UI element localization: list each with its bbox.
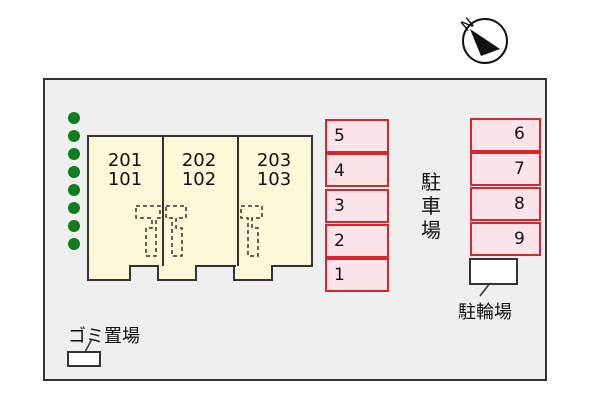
parking-space (325, 189, 389, 223)
tree-icon (68, 130, 80, 142)
bicycle-parking-area (469, 258, 518, 285)
parking-space (470, 118, 541, 152)
unit-label-101: 101 (107, 169, 143, 190)
unit-label-103: 103 (256, 169, 292, 190)
unit-label-102: 102 (181, 169, 217, 190)
parking-space-number: 2 (334, 231, 345, 251)
parking-space (470, 222, 541, 256)
leader-line (479, 282, 491, 297)
parking-space (325, 224, 389, 258)
tree-icon (68, 148, 80, 160)
compass-icon: N (457, 14, 508, 64)
parking-space-number: 7 (514, 159, 525, 179)
apartment-building (87, 135, 313, 281)
parking-space-number: 5 (334, 126, 345, 146)
parking-space-number: 9 (514, 229, 525, 249)
unit-label-203: 203 (256, 150, 292, 171)
parking-space (325, 119, 389, 153)
tree-icon (68, 220, 80, 232)
parking-label: 場 (421, 218, 441, 242)
parking-space-number: 8 (514, 194, 525, 214)
garbage-area (67, 351, 101, 367)
tree-icon (68, 112, 80, 124)
leader-line (84, 338, 93, 353)
garbage-area-label: ゴミ置場 (68, 326, 140, 347)
parking-space-number: 3 (334, 196, 345, 216)
parking-label: 車 (421, 194, 441, 218)
parking-space (470, 187, 541, 221)
parking-space-number: 1 (334, 265, 345, 285)
parking-space-number: 6 (514, 124, 525, 144)
parking-space (470, 152, 541, 186)
bicycle-parking-label: 駐輪場 (458, 302, 512, 323)
parking-label: 駐 (421, 170, 441, 194)
tree-icon (68, 166, 80, 178)
parking-space (325, 153, 389, 187)
unit-label-201: 201 (107, 150, 143, 171)
unit-label-202: 202 (181, 150, 217, 171)
tree-icon (68, 184, 80, 196)
tree-icon (68, 238, 80, 250)
parking-space (325, 258, 389, 292)
parking-space-number: 4 (334, 161, 345, 181)
tree-icon (68, 202, 80, 214)
